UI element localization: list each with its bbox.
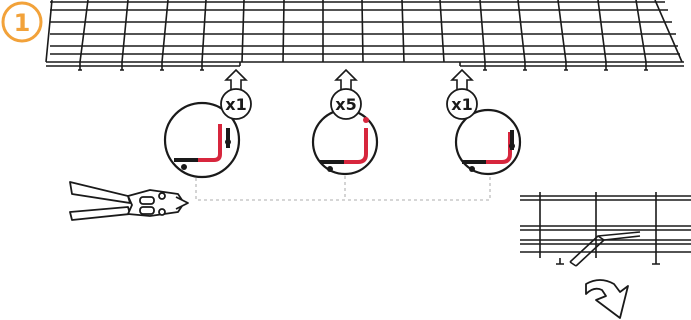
tray-feet [78,62,648,71]
wire-mesh-tray [45,0,684,67]
quantity-label: x5 [335,95,356,114]
tray-section-detail [520,192,691,267]
quantity-bubble-center: x5 [330,88,362,120]
quantity-bubble-right: x1 [446,88,478,120]
step-number-badge: 1 [1,1,43,43]
detail-callout-left [163,101,241,179]
quantity-label: x1 [225,95,246,114]
down-arrow-icon [585,279,629,319]
quantity-label: x1 [451,95,472,114]
quantity-bubble-left: x1 [220,88,252,120]
step-number: 1 [14,9,31,37]
detail-callout-center [311,108,379,176]
bolt-cutter-icon [69,181,189,221]
up-arrow-icon [224,68,474,93]
detail-callout-right [454,108,522,176]
